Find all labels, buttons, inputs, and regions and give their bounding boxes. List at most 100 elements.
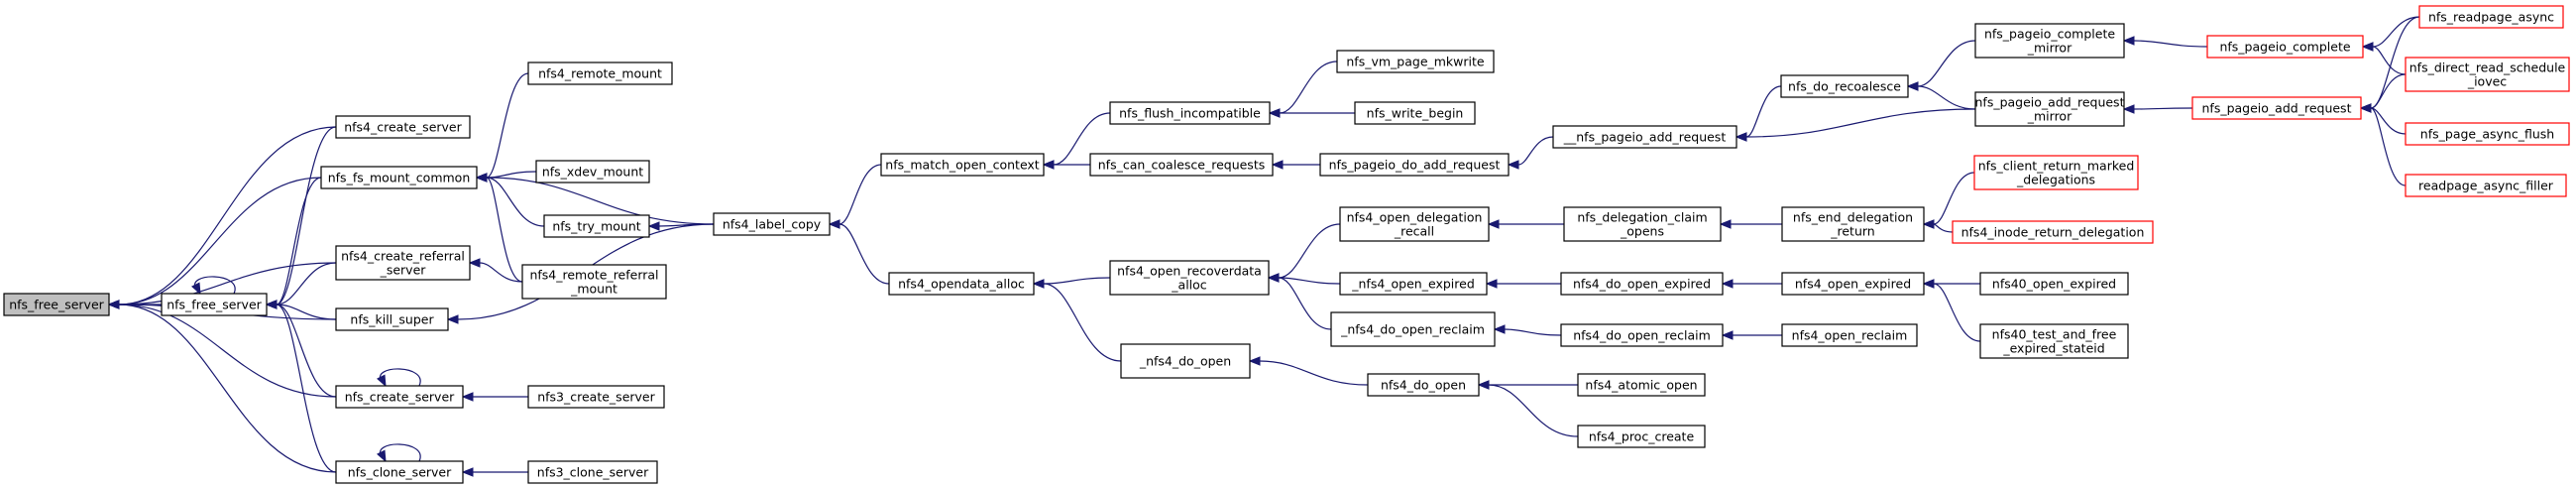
graph-node-label: nfs4_remote_mount [538, 66, 662, 81]
graph-node-free-server[interactable]: nfs_free_server [3, 293, 110, 316]
call-edge [1735, 85, 1782, 142]
graph-node-nfs4-remote-mount[interactable]: nfs4_remote_mount [527, 61, 673, 85]
graph-node-label: nfs4_create_referral [341, 249, 465, 264]
graph-node-delegation-claim-opens[interactable]: nfs_delegation_claim_opens [1563, 206, 1722, 242]
graph-node-direct-read-schedule[interactable]: nfs_direct_read_schedule_iovec [2405, 57, 2570, 92]
graph-node-label: nfs_match_open_context [885, 158, 1040, 173]
graph-node-nfs3-create-server[interactable]: nfs3_create_server [527, 385, 665, 409]
graph-node-label: nfs_flush_incompatible [1119, 106, 1261, 121]
graph-node-label: nfs_kill_super [350, 312, 434, 327]
call-edge [475, 173, 715, 225]
call-edge [1735, 108, 1976, 142]
graph-node-free-server2[interactable]: nfs_free_server [161, 293, 268, 316]
graph-node-pageio-do-add-request[interactable]: nfs_pageio_do_add_request [1319, 153, 1510, 177]
graph-node-label: nfs4_label_copy [723, 217, 822, 232]
graph-node-label: nfs40_open_expired [1992, 277, 2116, 292]
graph-node-nfs4-remote-referral[interactable]: nfs4_remote_referral_mount [521, 264, 667, 300]
call-edge [2359, 103, 2407, 186]
graph-node-label: nfs_vm_page_mkwrite [1346, 55, 1485, 69]
graph-node-open-delegation-recall[interactable]: nfs4_open_delegation_recall [1339, 206, 1490, 242]
graph-node-label: __nfs_pageio_add_request [1563, 130, 1727, 145]
call-edge [1268, 108, 1355, 118]
graph-node-label: _nfs4_do_open [1139, 354, 1231, 369]
graph-node-vm-page-mkwrite[interactable]: nfs_vm_page_mkwrite [1336, 50, 1495, 73]
graph-node-label: nfs4_do_open [1381, 378, 1466, 393]
graph-node-open-recoverdata-alloc[interactable]: nfs4_open_recoverdata_alloc [1109, 260, 1270, 296]
graph-node-label-copy[interactable]: nfs4_label_copy [713, 212, 831, 236]
graph-node-label: _delegations [2016, 173, 2095, 187]
graph-node-do-open-reclaim[interactable]: nfs4_do_open_reclaim [1560, 323, 1724, 347]
call-edge [2361, 42, 2407, 75]
graph-node-label: nfs_delegation_claim [1577, 210, 1707, 225]
graph-node-label: nfs4_open_delegation [1347, 210, 1483, 225]
graph-node--open-expired[interactable]: _nfs4_open_expired [1339, 272, 1488, 296]
graph-node-label: nfs4_remote_referral [529, 268, 658, 283]
graph-node-nfs40-open-expired[interactable]: nfs40_open_expired [1979, 272, 2129, 296]
graph-node-nfs40-test-and-free[interactable]: nfs40_test_and_free_expired_stateid [1979, 323, 2129, 359]
graph-node-label: nfs_create_server [345, 390, 455, 405]
graph-node-open-expired[interactable]: nfs4_open_expired [1781, 272, 1925, 296]
graph-node--do-open[interactable]: _nfs4_do_open [1120, 343, 1251, 379]
graph-node-label: _mirror [2027, 41, 2072, 56]
graph-node-do-open[interactable]: nfs4_do_open [1367, 373, 1480, 397]
graph-node-pageio-complete[interactable]: nfs_pageio_complete [2206, 35, 2364, 59]
graph-node-match-open-context[interactable]: nfs_match_open_context [880, 153, 1045, 177]
graph-node-client-return-marked[interactable]: nfs_client_return_marked_delegations [1973, 155, 2139, 190]
graph-node-pageio-complete-mirror[interactable]: nfs_pageio_complete_mirror [1974, 23, 2125, 59]
nodes-layer: nfs_free_server nfs_free_server nfs4_creat… [3, 5, 2570, 484]
graph-node-opendata-alloc[interactable]: nfs4_opendata_alloc [888, 272, 1035, 296]
graph-node-can-coalesce[interactable]: nfs_can_coalesce_requests [1089, 153, 1274, 177]
call-edge [475, 72, 529, 183]
graph-node--do-open-reclaim[interactable]: _nfs4_do_open_reclaim [1330, 311, 1496, 347]
graph-node-end-delegation-return[interactable]: nfs_end_delegation_return [1781, 206, 1925, 242]
graph-node-label: nfs4_open_reclaim [1792, 328, 1908, 343]
graph-node-label: nfs_pageio_do_add_request [1329, 158, 1501, 173]
call-edge [1271, 160, 1320, 170]
graph-node-fs-mount-common[interactable]: nfs_fs_mount_common [320, 166, 478, 189]
graph-node-label: nfs_page_async_flush [2420, 127, 2554, 142]
graph-node-label: nfs_pageio_add_request [1975, 95, 2125, 110]
graph-node-atomic-open[interactable]: nfs4_atomic_open [1577, 373, 1706, 397]
graph-node-label: _alloc [1171, 278, 1207, 293]
graph-node-write-begin[interactable]: nfs_write_begin [1354, 101, 1476, 125]
graph-node-pageio-add-request-mirror[interactable]: nfs_pageio_add_request_mirror [1974, 91, 2125, 127]
call-edge [1485, 279, 1562, 289]
graph-node-inode-return-delegation[interactable]: nfs4_inode_return_delegation [1952, 220, 2154, 244]
graph-node-label: readpage_async_filler [2418, 179, 2554, 193]
graph-node-label: nfs_pageio_add_request [2202, 101, 2352, 116]
call-edge [468, 258, 523, 283]
graph-node-nfs4-create-server[interactable]: nfs4_create_server [335, 115, 471, 139]
graph-node-create-server[interactable]: nfs_create_server [335, 385, 464, 409]
graph-node-clone-server[interactable]: nfs_clone_server [335, 460, 464, 484]
graph-node-label: nfs4_open_expired [1795, 277, 1911, 292]
graph-node-xdev-mount[interactable]: nfs_xdev_mount [535, 160, 650, 183]
graph-node-label: _server [380, 263, 427, 278]
call-edge [265, 177, 322, 309]
graph-node-label: nfs_end_delegation [1793, 210, 1913, 225]
graph-node-do-open-expired[interactable]: nfs4_do_open_expired [1560, 272, 1724, 296]
graph-node-label: nfs4_atomic_open [1585, 378, 1697, 393]
call-edge [1032, 279, 1122, 362]
graph-node-proc-create[interactable]: nfs4_proc_create [1577, 425, 1706, 448]
call-edge [828, 164, 882, 229]
graph-node-label: _mount [570, 282, 617, 297]
call-edge [828, 219, 890, 285]
graph-node--pageio-add-request[interactable]: __nfs_pageio_add_request [1552, 125, 1737, 149]
graph-node-nfs3-clone-server[interactable]: nfs3_clone_server [527, 460, 658, 484]
call-edge [1267, 273, 1332, 330]
call-edge [1922, 279, 1981, 342]
graph-node-readpage-async[interactable]: nfs_readpage_async [2418, 5, 2564, 29]
graph-node-do-recoalesce[interactable]: nfs_do_recoalesce [1780, 74, 1909, 98]
graph-node-label: nfs_client_return_marked [1978, 159, 2135, 174]
call-edge [1042, 160, 1090, 170]
graph-node-pageio-add-request[interactable]: nfs_pageio_add_request [2191, 96, 2362, 120]
graph-node-page-async-flush[interactable]: nfs_page_async_flush [2405, 122, 2570, 146]
graph-node-readpage-async-filler[interactable]: readpage_async_filler [2405, 174, 2567, 197]
self-call-edge [191, 276, 236, 296]
graph-node-open-reclaim[interactable]: nfs4_open_reclaim [1781, 323, 1918, 347]
graph-node-flush-incompatible[interactable]: nfs_flush_incompatible [1109, 101, 1271, 125]
graph-node-nfs4-create-referral[interactable]: nfs4_create_referral_server [335, 245, 471, 281]
graph-node-try-mount[interactable]: nfs_try_mount [543, 214, 650, 238]
graph-node-label: nfs_do_recoalesce [1788, 79, 1901, 94]
graph-node-kill-super[interactable]: nfs_kill_super [335, 307, 449, 331]
